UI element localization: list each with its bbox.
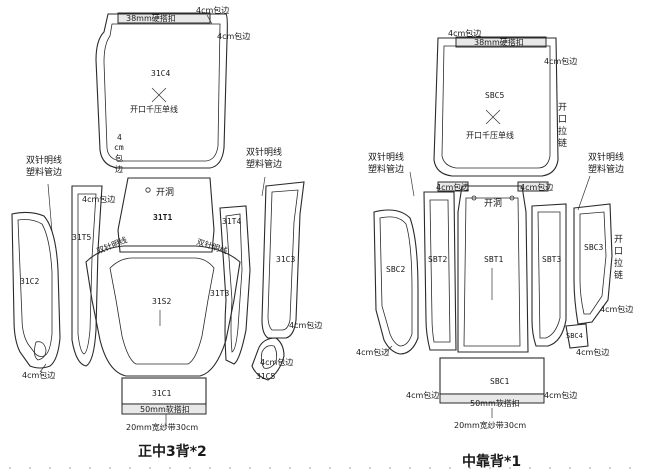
left-caption: 正中3背*2: [138, 443, 207, 460]
svg-text:4: 4: [117, 133, 122, 142]
left-double-stitch-a: 双针明线塑料管边: [26, 154, 62, 178]
piece-SBC1: [439, 357, 545, 395]
right-double-stitch-b: 双针明线塑料管边: [588, 151, 624, 175]
left-wrap-vertical: 4 cm 包 边: [114, 133, 124, 174]
piece-31C5: [251, 337, 285, 381]
piece-31C4-label: 31C4: [151, 69, 170, 78]
svg-text:拉: 拉: [614, 257, 623, 269]
piece-SBT1: [457, 185, 529, 353]
piece-SBC2: [373, 209, 419, 355]
piece-SBC4-wrap: 4cm包边: [576, 347, 609, 357]
left-side-wrap-label: 4cm包边: [217, 31, 250, 41]
piece-31C1-label: 31C1: [152, 389, 171, 398]
piece-SBC2-wrap: 4cm包边: [356, 347, 389, 357]
diag-stitch-a: 双针明线: [95, 235, 128, 256]
svg-text:拉: 拉: [558, 125, 567, 137]
piece-SBT2: [423, 191, 457, 351]
svg-text:链: 链: [614, 269, 623, 281]
piece-31C3-label: 31C3: [276, 255, 295, 264]
piece-SBC4-label: SBC4: [566, 332, 583, 340]
piece-31C4-inner: [103, 23, 221, 162]
piece-31C2-wrap: 4cm包边: [22, 370, 55, 380]
piece-SBC5-label: SBC5: [485, 91, 504, 100]
piece-SBC3-wrap: 4cm包边: [600, 304, 633, 314]
piece-31T5: [71, 185, 103, 367]
svg-text:开: 开: [558, 102, 567, 113]
piece-31T1-opening: 开洞: [156, 187, 174, 198]
piece-SBC1-strap: [439, 393, 545, 404]
right-zip-top: 开 口 拉 链: [558, 102, 567, 149]
right-mid-wrap-right: 4cm包边: [520, 182, 553, 192]
left-web: 20mm宽纱带30cm: [126, 422, 198, 432]
svg-text:口: 口: [558, 115, 567, 125]
piece-SBC2-label: SBC2: [386, 265, 405, 274]
left-top-strap-label: 38mm硬搭扣: [126, 13, 176, 23]
piece-31C2-inner: [17, 219, 53, 357]
right-top-wrap: 4cm包边: [448, 28, 481, 38]
svg-text:开: 开: [614, 234, 623, 245]
right-mid-wrap-left: 4cm包边: [436, 182, 469, 192]
piece-31T4: [219, 205, 251, 365]
piece-31C5-wrap: 4cm包边: [260, 357, 293, 367]
right-double-stitch-a: 双针明线塑料管边: [368, 151, 404, 175]
piece-31C3-wrap: 4cm包边: [289, 320, 322, 330]
piece-31T1-label: 31T1: [153, 213, 172, 222]
piece-SBT3: [531, 203, 567, 347]
left-top-wrap-label: 4cm包边: [196, 5, 229, 15]
svg-text:边: 边: [115, 164, 123, 174]
piece-SBT1-label: SBT1: [484, 255, 503, 264]
piece-SBT3-label: SBT3: [542, 255, 561, 264]
piece-31C2: [11, 211, 61, 369]
piece-31S2-inner: [109, 257, 215, 365]
piece-31S2: [85, 245, 241, 377]
piece-31T1: [117, 177, 215, 253]
right-top-strap-label: 38mm硬搭扣: [474, 37, 524, 47]
piece-SBT2-label: SBT2: [428, 255, 447, 264]
svg-text:链: 链: [558, 137, 567, 149]
svg-text:包: 包: [115, 153, 123, 163]
right-top-strap: [455, 36, 547, 48]
diag-stitch-b: 双针明线: [195, 236, 229, 255]
left-soft-strap: 50mm软搭扣: [140, 404, 190, 414]
piece-SBC3: [573, 203, 613, 325]
right-soft-strap: 50mm软搭扣: [470, 398, 520, 408]
right-bottom-wrap-left: 4cm包边: [406, 390, 439, 400]
bottom-dotted-line: [9, 467, 631, 469]
piece-31C2-label: 31C2: [20, 277, 39, 286]
piece-SBC5-center: 开口千压单线: [466, 130, 514, 140]
piece-31T5-wrap: 4cm包边: [82, 194, 115, 204]
piece-31C5-label: 31C5: [256, 372, 275, 381]
piece-SBC5: [433, 37, 559, 177]
piece-31S2-label: 31S2: [152, 297, 171, 306]
piece-31T3-label: 31T3: [210, 289, 229, 298]
piece-31T4-label: 31T4: [222, 217, 241, 226]
right-zip-right: 开 口 拉 链: [614, 234, 623, 281]
left-top-strap: [117, 12, 211, 24]
piece-SBC4: [565, 323, 589, 349]
piece-31T5-label: 31T5: [72, 233, 91, 242]
svg-text:口: 口: [614, 247, 623, 257]
piece-SBT1-opening: 开洞: [484, 198, 502, 209]
left-group: 38mm硬搭扣 4cm包边 31C4 开口千压单线 4cm包边 4 cm 包 边…: [11, 5, 322, 460]
svg-text:cm: cm: [114, 143, 124, 152]
right-caption: 中靠背*1: [462, 453, 521, 470]
piece-31C4: [95, 13, 228, 169]
right-group: 38mm硬搭扣 4cm包边 4cm包边 SBC5 开口千压单线 开 口 拉 链 …: [356, 28, 633, 470]
piece-31C4-center-label: 开口千压单线: [130, 104, 178, 114]
piece-31C1-strap: [121, 403, 207, 415]
left-double-stitch-b: 双针明线塑料管边: [246, 146, 282, 170]
piece-31C3: [261, 181, 305, 339]
right-bottom-wrap-right: 4cm包边: [544, 390, 577, 400]
right-right-wrap: 4cm包边: [544, 56, 577, 66]
piece-SBC3-label: SBC3: [584, 243, 603, 252]
piece-SBC1-label: SBC1: [490, 377, 509, 386]
right-web: 20mm宽纱带30cm: [454, 420, 526, 430]
